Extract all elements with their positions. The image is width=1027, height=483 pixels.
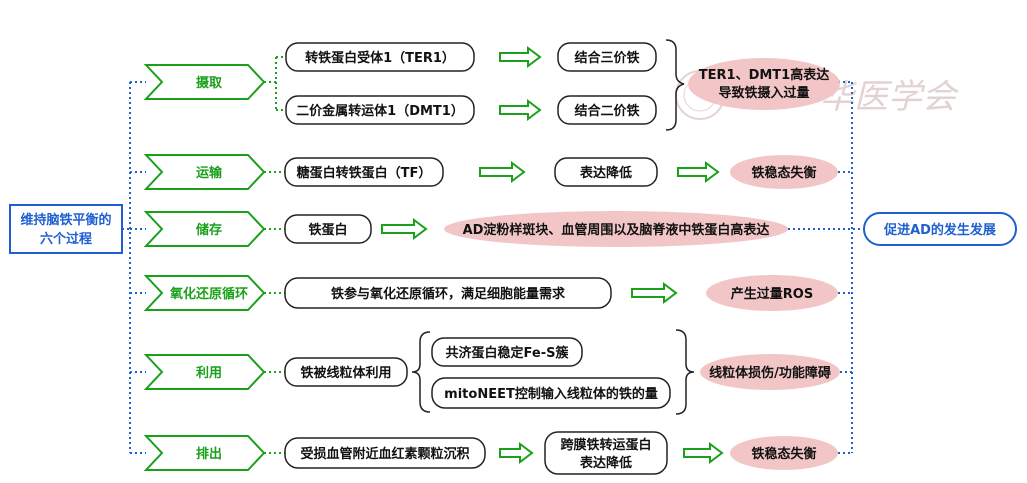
utilization-item: 铁被线粒体利用 — [299, 365, 391, 381]
uptake-row: 转铁蛋白受体1（TER1） 二价金属转运体1（DMT1） 结合三价铁 结合二价铁… — [285, 39, 840, 131]
process-chevron-5: 排出 — [143, 435, 266, 471]
storage-item-box — [284, 214, 372, 244]
process-label: 氧化还原循环 — [169, 286, 248, 302]
utilization-item-box — [284, 357, 408, 387]
process-chevron-shape — [143, 154, 266, 190]
process-chevron-2: 储存 — [143, 211, 266, 247]
uptake-item-1-box — [285, 42, 475, 72]
utilization-sub-2-box — [431, 377, 671, 409]
green-connectors — [264, 56, 286, 454]
redox-row: 铁参与氧化还原循环，满足细胞能量需求 产生过量ROS — [284, 275, 838, 311]
transport-row: 糖蛋白转铁蛋白（TF） 表达降低 铁稳态失衡 — [284, 155, 838, 189]
watermark-text: 华医学会 — [820, 77, 960, 117]
arrow-7 — [683, 442, 724, 464]
arrow-3 — [677, 161, 720, 183]
process-chevron-4: 利用 — [143, 354, 266, 390]
redox-outcome: 产生过量ROS — [731, 286, 813, 302]
transport-outcome-ellipse — [730, 155, 838, 189]
process-label: 摄取 — [196, 75, 223, 91]
arrow-6 — [499, 442, 534, 464]
uptake-item-2: 二价金属转运体1（DMT1） — [296, 103, 464, 119]
root-line-2: 六个过程 — [40, 231, 92, 247]
transport-outcome: 铁稳态失衡 — [750, 165, 816, 181]
uptake-item-2-box — [285, 95, 475, 125]
left-connectors — [122, 81, 146, 454]
root-line-1: 维持脑铁平衡的 — [20, 212, 111, 228]
storage-outcome: AD淀粉样斑块、血管周围以及脑脊液中铁蛋白高表达 — [463, 222, 770, 238]
right-connectors — [788, 81, 864, 454]
uptake-result-1-box — [557, 42, 657, 72]
redox-item: 铁参与氧化还原循环，满足细胞能量需求 — [330, 286, 566, 302]
utilization-outcome-ellipse — [700, 354, 840, 390]
arrow-1 — [499, 99, 542, 121]
transport-item-box — [284, 157, 444, 187]
utilization-left-brace — [411, 331, 431, 413]
uptake-result-2-box — [557, 95, 657, 125]
flow-arrows — [381, 46, 724, 464]
redox-outcome-ellipse — [706, 275, 838, 311]
root-node: 维持脑铁平衡的 六个过程 — [9, 204, 123, 254]
process-chevron-shape — [143, 211, 266, 247]
excretion-result-line-2: 表达降低 — [579, 455, 632, 471]
excretion-outcome: 铁稳态失衡 — [750, 446, 816, 462]
transport-result-box — [554, 157, 658, 187]
process-chevron-shape — [143, 64, 266, 100]
transport-item: 糖蛋白转铁蛋白（TF） — [297, 165, 432, 181]
process-chevron-shape — [143, 354, 266, 390]
storage-row: 铁蛋白 AD淀粉样斑块、血管周围以及脑脊液中铁蛋白高表达 — [284, 211, 788, 247]
excretion-result-line-1: 跨膜铁转运蛋白 — [560, 437, 651, 453]
uptake-brace — [665, 39, 685, 131]
storage-item: 铁蛋白 — [307, 222, 347, 238]
arrow-2 — [479, 161, 526, 183]
uptake-result-1: 结合三价铁 — [574, 50, 639, 66]
target-label: 促进AD的发生发展 — [883, 222, 997, 238]
process-chevron-shape — [143, 275, 266, 311]
utilization-sub-2: mitoNEET控制输入线粒体的铁的量 — [444, 386, 658, 402]
redox-item-box — [284, 277, 612, 309]
process-chevron-shape — [143, 435, 266, 471]
process-chevron-0: 摄取 — [143, 64, 266, 100]
uptake-item-1: 转铁蛋白受体1（TER1） — [305, 50, 455, 66]
watermark: 华医学会 — [675, 70, 960, 120]
process-chevron-1: 运输 — [143, 154, 266, 190]
excretion-outcome-ellipse — [730, 436, 838, 470]
utilization-outcome: 线粒体损伤/功能障碍 — [709, 365, 831, 381]
excretion-item: 受损血管附近血红素颗粒沉积 — [300, 446, 469, 462]
arrow-0 — [499, 46, 542, 68]
excretion-item-box — [284, 437, 486, 469]
storage-outcome-ellipse — [444, 211, 788, 247]
process-chevron-3: 氧化还原循环 — [143, 275, 266, 311]
transport-result: 表达降低 — [579, 165, 632, 181]
excretion-result-box — [544, 431, 668, 475]
target-node: 促进AD的发生发展 — [863, 212, 1017, 246]
excretion-row: 受损血管附近血红素颗粒沉积 跨膜铁转运蛋白 表达降低 铁稳态失衡 — [284, 431, 838, 475]
process-label: 排出 — [196, 446, 222, 462]
arrow-4 — [381, 218, 428, 240]
uptake-outcome-ellipse — [688, 58, 840, 110]
utilization-right-brace — [675, 329, 695, 415]
process-label: 运输 — [196, 165, 223, 181]
arrow-5 — [631, 282, 678, 304]
utilization-sub-1: 共济蛋白稳定Fe-S簇 — [446, 345, 570, 361]
utilization-row: 铁被线粒体利用 共济蛋白稳定Fe-S簇 mitoNEET控制输入线粒体的铁的量 … — [284, 329, 840, 415]
uptake-outcome-line-2: 导致铁摄入过量 — [718, 85, 809, 101]
uptake-result-2: 结合二价铁 — [574, 103, 639, 119]
utilization-sub-1-box — [431, 337, 583, 367]
process-label: 利用 — [196, 365, 222, 381]
process-label: 储存 — [195, 222, 222, 238]
uptake-outcome-line-1: TER1、DMT1高表达 — [699, 67, 829, 83]
